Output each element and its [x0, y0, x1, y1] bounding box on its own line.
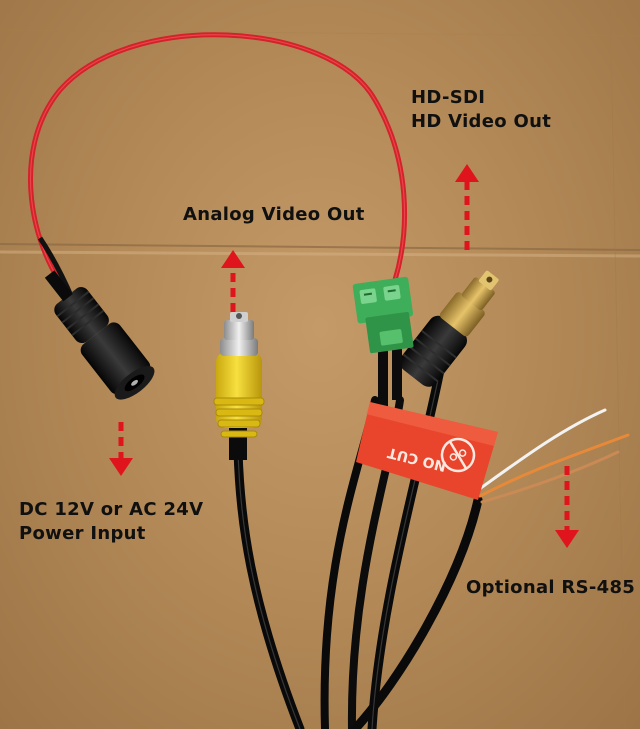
no-cut-tag: NO CUT [356, 402, 498, 500]
power-input-label: DC 12V or AC 24V Power Input [19, 498, 203, 546]
hd-sdi-label: HD-SDI HD Video Out [411, 86, 551, 134]
hd-sdi-label-line1: HD-SDI [411, 87, 486, 108]
analog-video-label: Analog Video Out [183, 204, 365, 225]
rs485-wires [476, 408, 630, 504]
rs485-label: Optional RS-485 [466, 577, 636, 598]
green-terminal-block [352, 276, 414, 410]
red-power-wire [28, 32, 407, 301]
arrow-rs485 [555, 466, 579, 548]
hd-sdi-label-line2: HD Video Out [411, 111, 552, 132]
black-cables [233, 365, 483, 729]
arrow-analog [221, 250, 245, 312]
arrow-hd-sdi [455, 164, 479, 250]
hd-sdi-bnc-connector [399, 270, 499, 387]
analog-bnc-connector [213, 312, 265, 460]
dc-power-jack [44, 270, 155, 400]
power-label-line2: Power Input [19, 523, 146, 544]
arrow-power [109, 422, 133, 476]
power-label-line1: DC 12V or AC 24V [19, 499, 204, 520]
